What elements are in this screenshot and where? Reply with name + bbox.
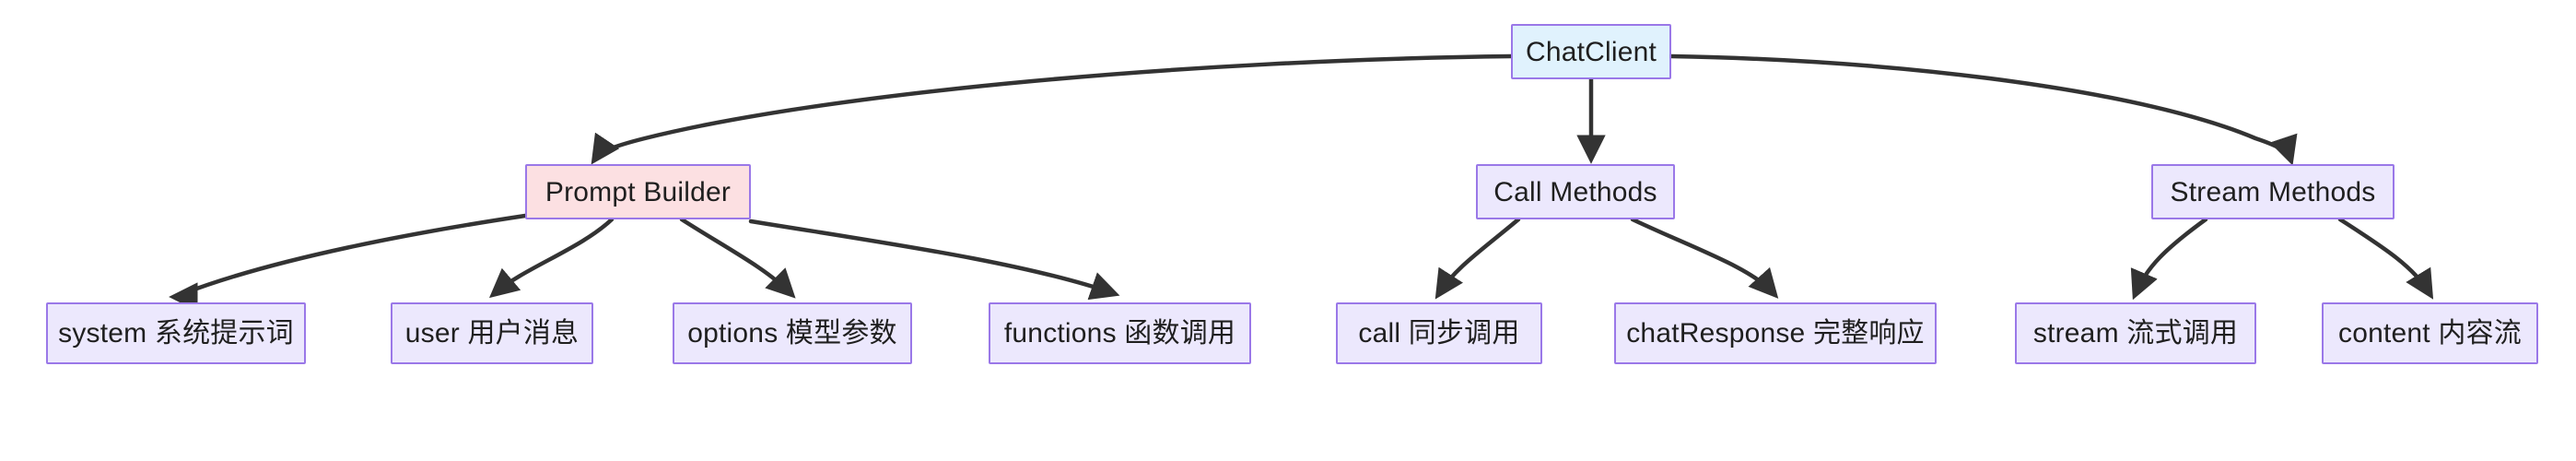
node-label-call: Call Methods [1493, 176, 1657, 207]
node-label-functions: functions 函数调用 [1003, 318, 1236, 349]
node-options[interactable]: options 模型参数 [673, 302, 912, 364]
node-label-chatresponse: chatResponse 完整响应 [1626, 318, 1925, 349]
node-label-content: content 内容流 [2338, 318, 2522, 349]
node-label-prompt: Prompt Builder [544, 176, 732, 207]
node-chatresponse[interactable]: chatResponse 完整响应 [1614, 302, 1937, 364]
edge-prompt-to-system [169, 213, 528, 312]
node-label-chatclient: ChatClient [1525, 36, 1657, 67]
node-user[interactable]: user 用户消息 [391, 302, 593, 364]
edge-prompt-to-user [488, 217, 615, 299]
node-streamcall[interactable]: stream 流式调用 [2015, 302, 2256, 364]
node-label-options: options 模型参数 [687, 318, 897, 349]
node-callsync[interactable]: call 同步调用 [1336, 302, 1542, 364]
node-system[interactable]: system 系统提示词 [46, 302, 306, 364]
edge-prompt-to-options [679, 217, 796, 299]
node-chatclient[interactable]: ChatClient [1511, 24, 1671, 79]
node-prompt[interactable]: Prompt Builder [525, 164, 751, 219]
edge-prompt-to-functions [748, 219, 1120, 301]
edge-stream-to-streamcall [2130, 217, 2208, 301]
node-label-callsync: call 同步调用 [1358, 318, 1520, 349]
node-label-user: user 用户消息 [404, 318, 580, 349]
edge-stream-to-content [2337, 217, 2434, 300]
node-label-system: system 系统提示词 [58, 318, 294, 349]
node-call[interactable]: Call Methods [1476, 164, 1675, 219]
edge-call-to-chatresponse [1630, 217, 1779, 299]
edge-call-to-callsync [1434, 217, 1521, 300]
node-stream[interactable]: Stream Methods [2151, 164, 2395, 219]
node-content[interactable]: content 内容流 [2322, 302, 2538, 364]
node-label-stream: Stream Methods [2170, 176, 2376, 207]
node-label-streamcall: stream 流式调用 [2032, 318, 2239, 349]
edge-chatclient-to-prompt [591, 53, 1514, 165]
edge-chatclient-to-stream [1669, 53, 2298, 166]
node-functions[interactable]: functions 函数调用 [989, 302, 1251, 364]
